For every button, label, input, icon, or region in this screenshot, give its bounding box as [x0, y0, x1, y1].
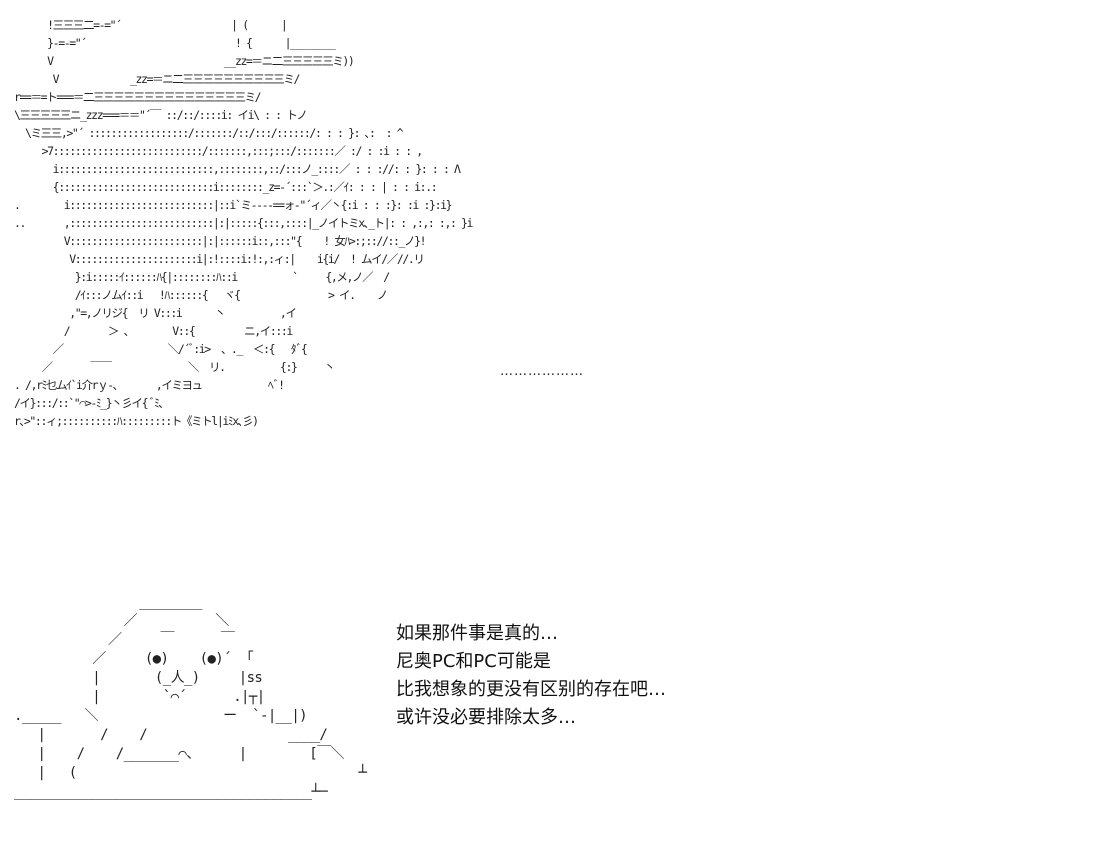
ascii-art-bottom: ________ ／ ＼ ／ ￣ ￣ ／ (●) (●)´ ｢ | (_人_) … — [14, 594, 367, 800]
ascii-art-top: !三三三二=-="´ | ( | }-=-="´ ! { |________ V… — [14, 18, 473, 428]
dialogue-line: 比我想象的更没有区别的存在吧… — [396, 679, 666, 700]
dialogue-line: 或许没必要排除太多… — [396, 707, 576, 728]
dialogue-text: 如果那件事是真的… 尼奥PC和PC可能是 比我想象的更没有区别的存在吧… 或许没… — [396, 620, 666, 732]
dialogue-line: 如果那件事是真的… — [396, 623, 558, 644]
top-ellipsis: ……………… — [500, 364, 584, 379]
dialogue-line: 尼奥PC和PC可能是 — [396, 651, 551, 672]
